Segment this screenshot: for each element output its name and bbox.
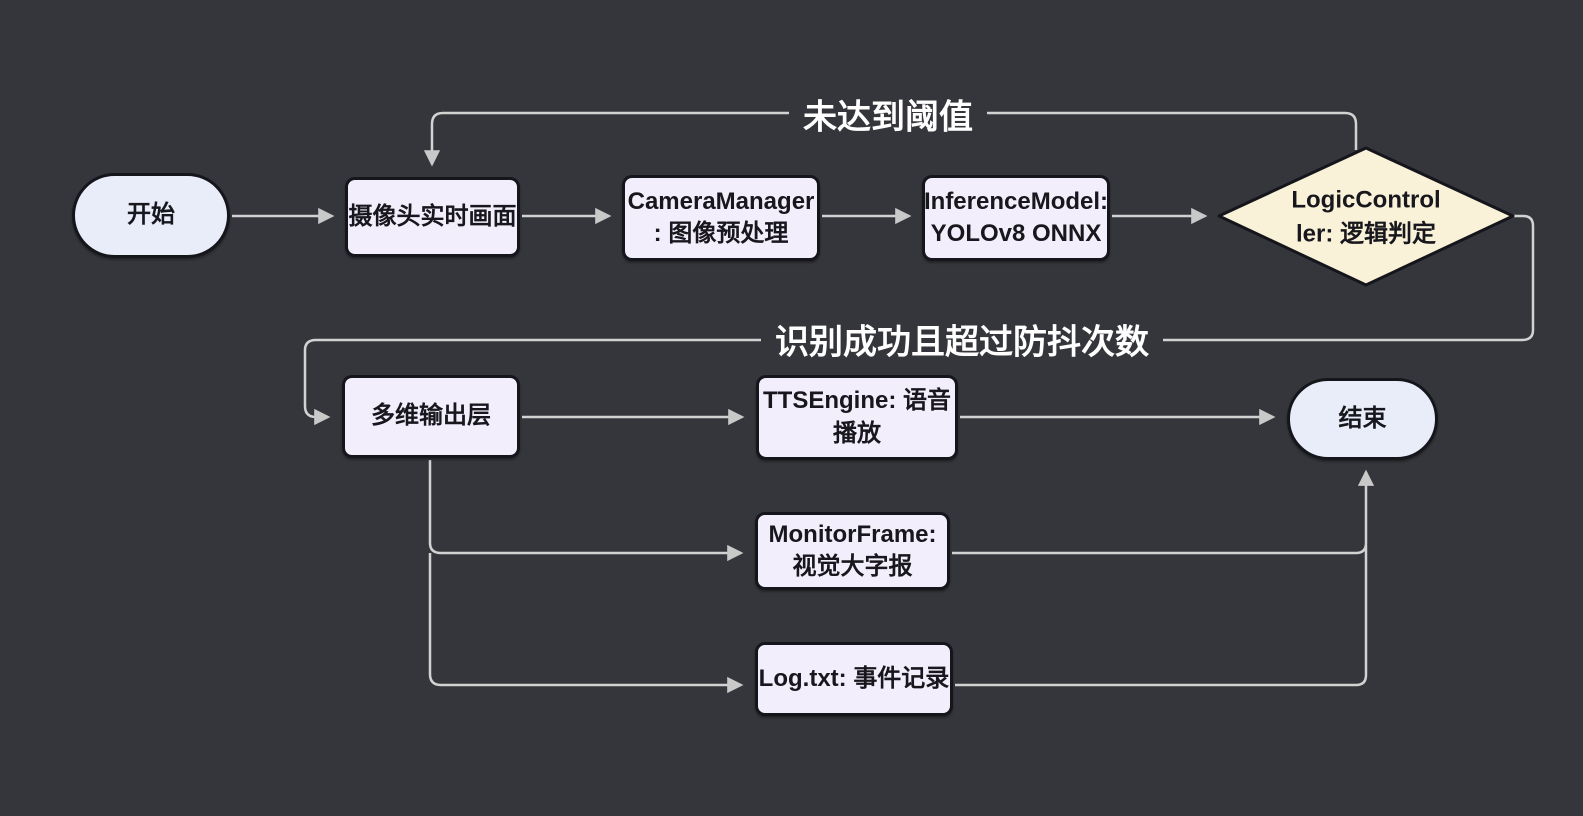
node-log-file: Log.txt: 事件记录 xyxy=(755,642,953,716)
edge-label-recognition-success: 识别成功且超过防抖次数 xyxy=(761,312,1163,366)
node-start-label: 开始 xyxy=(127,201,175,229)
edge-output-layer-to-log-file xyxy=(428,553,744,694)
node-log-file-label: Log.txt: 事件记录 xyxy=(758,664,950,692)
node-camera-feed-label: 摄像头实时画面 xyxy=(348,202,517,230)
node-camera-manager: CameraManager : 图像预处理 xyxy=(622,175,820,261)
node-inference-model: InferenceModel: YOLOv8 ONNX xyxy=(922,175,1110,261)
node-output-layer: 多维输出层 xyxy=(342,375,520,458)
node-end: 结束 xyxy=(1287,378,1438,460)
node-start: 开始 xyxy=(72,173,230,258)
node-monitor-frame-label: MonitorFrame: 视觉大字报 xyxy=(768,520,937,580)
node-monitor-frame: MonitorFrame: 视觉大字报 xyxy=(755,512,950,590)
node-tts-engine: TTSEngine: 语音 播放 xyxy=(756,375,958,460)
node-tts-engine-label: TTSEngine: 语音 播放 xyxy=(763,387,951,447)
edge-log-file-to-end xyxy=(955,545,1368,687)
node-camera-manager-label: CameraManager : 图像预处理 xyxy=(627,187,815,247)
node-end-label: 结束 xyxy=(1338,404,1387,432)
node-camera-feed: 摄像头实时画面 xyxy=(345,177,520,257)
node-logic-controller-shape xyxy=(1217,146,1515,287)
node-inference-model-label: InferenceModel: YOLOv8 ONNX xyxy=(923,187,1109,247)
node-logic-controller-label: LogicControl ler: 逻辑判定 xyxy=(1291,186,1441,247)
edge-monitor-frame-to-end xyxy=(952,469,1375,555)
node-output-layer-label: 多维输出层 xyxy=(371,402,491,430)
edge-label-threshold-not-reached: 未达到阈值 xyxy=(789,87,987,141)
edge-output-layer-to-monitor-frame xyxy=(428,460,744,562)
